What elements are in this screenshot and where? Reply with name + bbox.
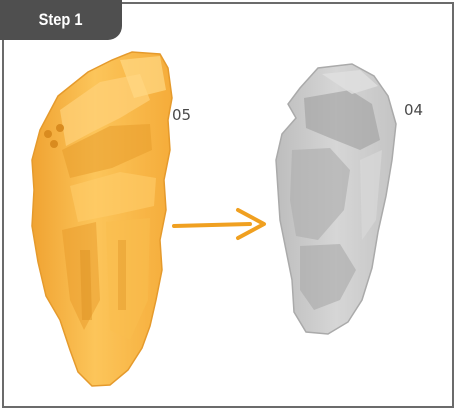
grey-armor-part <box>276 64 396 334</box>
arrow-right-icon <box>174 210 264 238</box>
part-label-05: 05 <box>172 106 191 124</box>
orange-armor-part <box>32 52 172 386</box>
part-label-04: 04 <box>404 101 423 119</box>
